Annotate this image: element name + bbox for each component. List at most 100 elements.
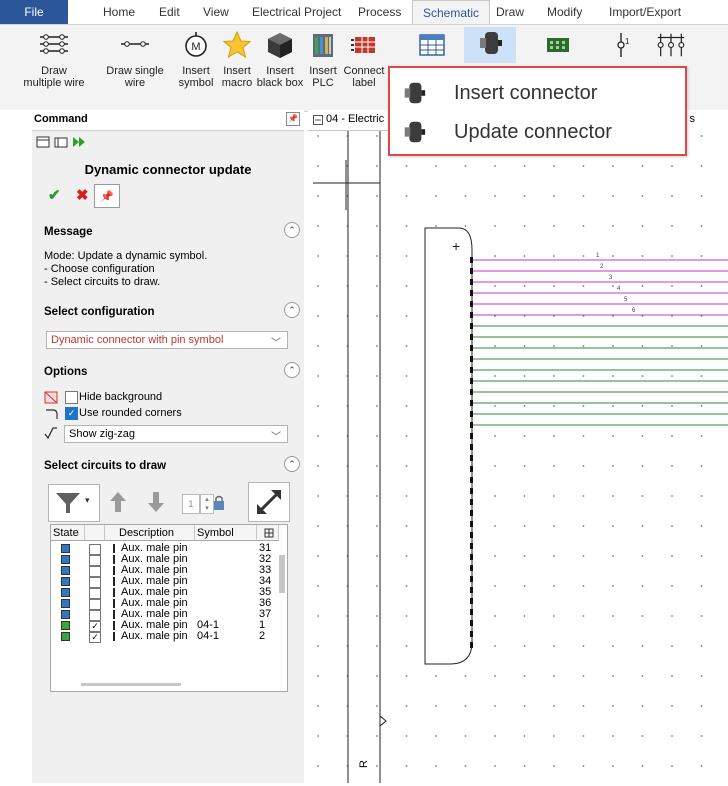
pin-mark[interactable] [470,499,473,505]
menu-modify[interactable]: Modify [547,5,583,19]
pin-mark[interactable] [470,301,473,307]
pin-mark[interactable] [470,455,473,461]
pin-mark[interactable] [470,565,473,571]
collapse-options-icon[interactable]: ⌃ [284,362,300,378]
expand-button[interactable] [248,482,290,522]
cancel-icon[interactable]: ✖ [76,187,89,204]
draw-single-wire-button[interactable]: Draw single wire [106,29,164,109]
pin-command-icon[interactable]: 📌 [94,184,120,208]
pin-mark[interactable] [470,268,473,274]
pin-mark[interactable] [470,422,473,428]
menu-view[interactable]: View [203,5,229,19]
rounded-corners-checkbox[interactable]: ✓ [65,407,78,420]
menu-home[interactable]: Home [103,5,136,19]
pin-mark[interactable] [470,587,473,593]
insert-macro-button[interactable]: Insert macro [217,29,257,109]
pin-mark[interactable] [470,312,473,318]
insert-connector-item[interactable]: Insert connector [400,74,597,112]
pin-mark[interactable] [470,444,473,450]
hide-background-checkbox[interactable] [65,391,78,404]
collapse-circuits-icon[interactable]: ⌃ [284,456,300,472]
zigzag-select[interactable]: Show zig-zag ﹀ [64,425,288,443]
pin-mark[interactable] [470,290,473,296]
pin-mark[interactable] [470,598,473,604]
count-stepper[interactable]: ▴▾ [200,494,214,514]
insert-symbol-button[interactable]: M Insert symbol [174,29,218,109]
pin-mark[interactable] [470,631,473,637]
table-scrollbar[interactable] [279,555,285,593]
library-tab-icon[interactable] [54,136,68,148]
pin-mark[interactable] [470,642,473,648]
drawing-tab-2-label[interactable]: l s [684,113,695,125]
connector-button[interactable] [464,27,516,63]
column-description[interactable]: Description [105,525,195,541]
row-checkbox[interactable]: ✓ [89,632,101,643]
forward-icon[interactable] [72,136,88,148]
pin-mark[interactable] [470,367,473,373]
pin-mark[interactable] [470,532,473,538]
collapse-configuration-icon[interactable]: ⌃ [284,302,300,318]
row-checkbox[interactable] [89,599,101,610]
lock-icon[interactable] [212,494,226,512]
pin-mark[interactable] [470,323,473,329]
menu-import-export[interactable]: Import/Export [609,5,682,19]
menu-process[interactable]: Process [358,5,402,19]
move-up-icon[interactable] [108,490,128,514]
row-checkbox[interactable]: ✓ [89,621,101,632]
pin-mark[interactable] [470,257,473,263]
pin-mark[interactable] [470,334,473,340]
pin-mark[interactable] [470,389,473,395]
row-checkbox[interactable] [89,577,101,588]
table-hscrollbar[interactable] [81,683,181,686]
menu-electrical-project[interactable]: Electrical Project [252,5,342,19]
pin-mark[interactable] [470,378,473,384]
terminal-button[interactable]: 1 [608,29,638,109]
pin-mark[interactable] [470,466,473,472]
pin-mark[interactable] [470,477,473,483]
connection-label-button[interactable]: Connect label [340,29,388,109]
draw-multiple-wire-button[interactable]: Draw multiple wire [22,29,86,109]
menu-file[interactable]: File [0,0,68,24]
column-check[interactable] [85,525,105,541]
row-checkbox[interactable] [89,566,101,577]
pin-mark[interactable] [470,356,473,362]
filter-button[interactable]: ▾ [48,484,100,522]
update-connector-item[interactable]: Update connector [400,113,612,151]
pin-mark[interactable] [470,521,473,527]
menu-edit[interactable]: Edit [159,5,180,19]
pin-mark[interactable] [470,576,473,582]
pin-mark[interactable] [470,488,473,494]
row-checkbox[interactable] [89,610,101,621]
pin-panel-icon[interactable]: 📌 [286,112,300,126]
move-down-icon[interactable] [146,490,166,514]
pin-mark[interactable] [470,554,473,560]
pin-mark[interactable] [470,510,473,516]
column-symbol[interactable]: Symbol [195,525,257,541]
column-order[interactable] [257,525,279,541]
pin-mark[interactable] [470,543,473,549]
collapse-message-icon[interactable]: ⌃ [284,222,300,238]
pin-mark[interactable] [470,609,473,615]
table-button[interactable] [410,29,454,109]
pin-mark[interactable] [470,433,473,439]
drawing-tab[interactable]: 04 - Electric [308,110,388,131]
pin-mark[interactable] [470,279,473,285]
configuration-select[interactable]: Dynamic connector with pin symbol ﹀ [46,331,288,349]
count-input[interactable]: 1 [182,494,200,514]
menu-draw[interactable]: Draw [496,5,525,19]
menu-schematic[interactable]: Schematic [412,0,491,25]
command-tab-icon[interactable] [36,136,50,148]
pin-mark[interactable] [470,400,473,406]
insert-plc-button[interactable]: Insert PLC [305,29,341,109]
